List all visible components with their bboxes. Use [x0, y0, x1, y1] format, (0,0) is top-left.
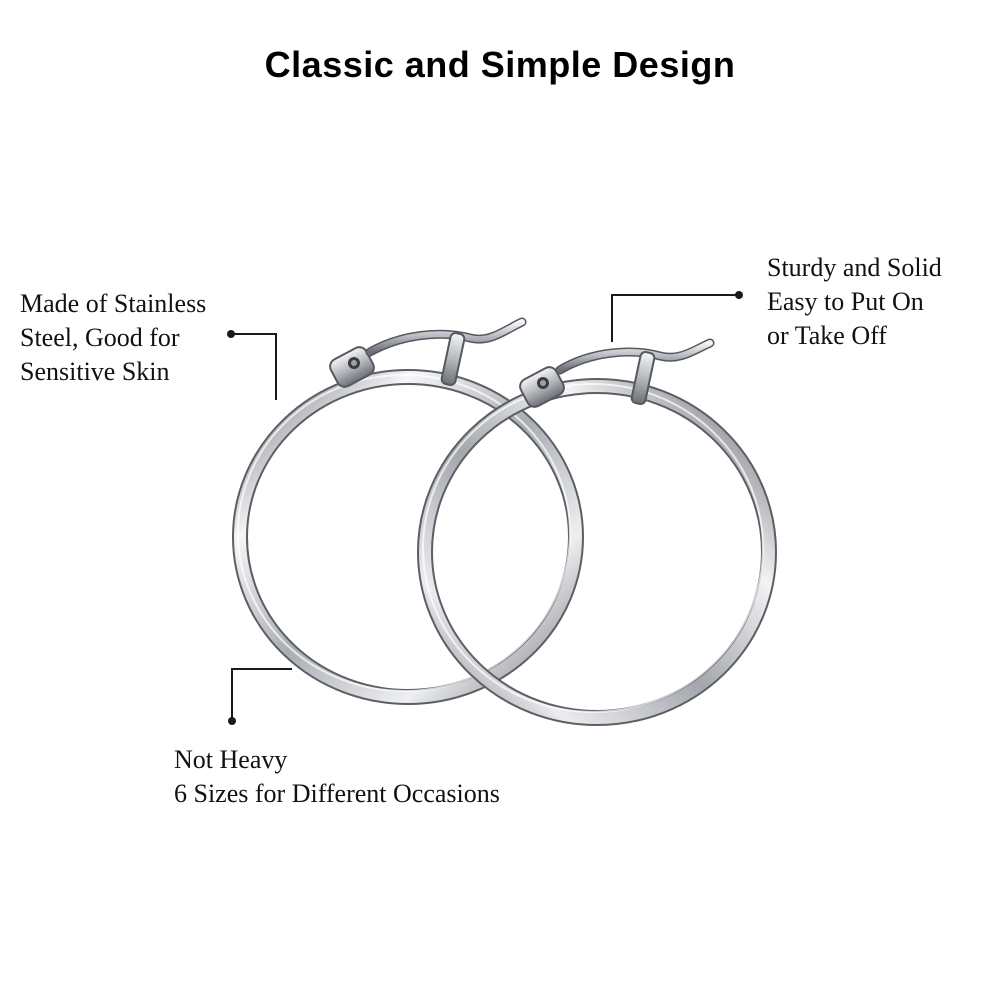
- page-title: Classic and Simple Design: [264, 44, 736, 85]
- feature-callout-clasp: Sturdy and Solid Easy to Put On or Take …: [767, 251, 942, 353]
- feature-callout-weight: Not Heavy 6 Sizes for Different Occasion…: [174, 743, 500, 811]
- hoop-earring-left: [232, 317, 584, 705]
- callout-line: Steel, Good for: [20, 323, 180, 352]
- hoop-earring-right: [417, 338, 777, 726]
- callout-line: 6 Sizes for Different Occasions: [174, 779, 500, 808]
- leader-line-left: [227, 330, 277, 400]
- callout-line: Made of Stainless: [20, 289, 207, 318]
- callout-line: Sensitive Skin: [20, 357, 170, 386]
- callout-line: or Take Off: [767, 321, 887, 350]
- feature-callout-material: Made of Stainless Steel, Good for Sensit…: [20, 287, 206, 389]
- leader-line-right: [611, 291, 743, 342]
- callout-line: Sturdy and Solid: [767, 253, 942, 282]
- leader-line-bottom: [228, 668, 292, 725]
- callout-line: Easy to Put On: [767, 287, 924, 316]
- callout-line: Not Heavy: [174, 745, 288, 774]
